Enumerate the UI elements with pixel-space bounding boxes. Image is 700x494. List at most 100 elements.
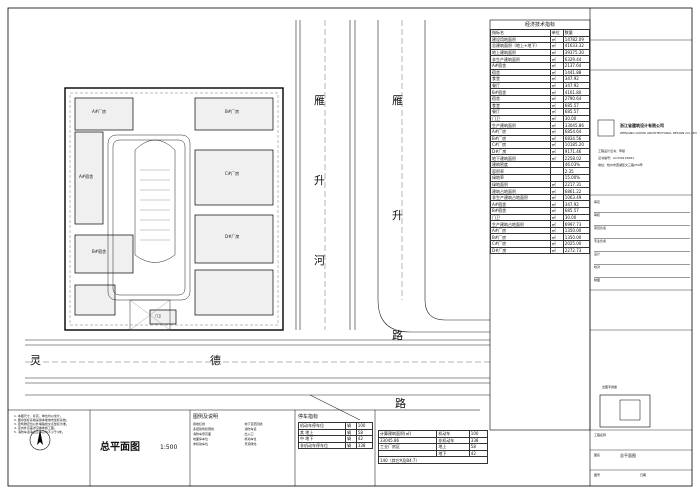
road-label-yansheng-lu-1: 雁 xyxy=(392,94,403,107)
label-b-dorm: B#宿舍 xyxy=(92,249,107,254)
drawing-label: 图名 xyxy=(594,453,601,457)
label-d-factory: D#厂房 xyxy=(225,234,240,239)
table-header: 指标名单位数量 xyxy=(490,29,591,37)
site-boundary xyxy=(64,87,284,331)
label-a-dorm: A#宿舍 xyxy=(79,174,94,179)
project-label: 工程名称 xyxy=(594,433,607,437)
cert-number: 证书编号：A1330115661 xyxy=(598,156,635,160)
road-label-lingde-lu-1: 灵 xyxy=(30,354,41,367)
label-b-factory: B#厂房 xyxy=(225,109,240,114)
plan-scale: 1:500 xyxy=(160,444,178,451)
building-a-factory xyxy=(74,97,134,131)
road-label-yansheng-lu-2: 升 xyxy=(392,209,403,222)
road-label-yansheng-he-1: 雁 xyxy=(314,94,325,107)
drawing-name: 总平面图 xyxy=(620,453,636,458)
building-c-factory xyxy=(194,149,274,206)
guard-house xyxy=(149,309,177,325)
signature-rows: 审定 审核 项目负责 专业负责 设计 校对 制图 xyxy=(594,200,690,290)
road-lines xyxy=(25,20,490,421)
road-label-lingde-lu-3: 路 xyxy=(395,397,406,410)
label-guard: 门卫 xyxy=(155,314,162,318)
sheet-border xyxy=(7,7,693,487)
label-a-factory: A#厂房 xyxy=(92,109,107,114)
econ-table-frame xyxy=(489,19,591,431)
legend: 图例及说明 用地红线 地下室范围线 多层建筑轮廓线 消防车道 消防车登高面 出入… xyxy=(193,413,293,446)
drawing-no-label: 图号 xyxy=(594,473,601,477)
legend-item: 消防车道 xyxy=(244,427,257,431)
building-b-factory xyxy=(194,97,274,131)
building-d-factory xyxy=(194,214,274,264)
notes: 1. 本图尺寸、标高、单位均以米计。 2. 图中坐标系统采用本地城市坐标系统。 … xyxy=(14,414,69,434)
label-c-factory: C#厂房 xyxy=(225,171,240,176)
building-dorm-a xyxy=(74,131,104,225)
road-label-yansheng-he-2: 升 xyxy=(314,174,325,187)
company-name-en: ZHEJIANG QIUSHI ARCHITECTURAL DESIGN CO.… xyxy=(620,131,697,135)
north-arrow-icon xyxy=(29,429,51,451)
legend-item: 消防车登高面 xyxy=(193,432,212,436)
legend-item: 景观绿化 xyxy=(244,442,257,446)
legend-item: 非机动车位 xyxy=(193,442,209,446)
road-label-yansheng-he-3: 河 xyxy=(314,254,325,267)
company-name: 浙江省建筑设计有限公司 xyxy=(620,123,664,128)
buildings xyxy=(74,97,274,325)
road-label-lingde-lu-2: 德 xyxy=(210,354,221,367)
road-label-yansheng-lu-3: 路 xyxy=(392,329,403,342)
legend-item: 机动车位 xyxy=(244,437,257,441)
address: 地址：杭州市西湖区文三路259号 xyxy=(598,163,643,167)
legend-item: 用地红线 xyxy=(193,422,206,426)
date-label: 日期 xyxy=(640,473,647,477)
building-d2 xyxy=(194,269,274,316)
legend-item: 地面停车位 xyxy=(193,437,209,441)
stamp-label: 出图专用章 xyxy=(602,385,618,389)
legend-item: 出入口 xyxy=(244,432,254,436)
cert-grade: 工程设计证书：甲级 xyxy=(598,149,626,153)
building-dorm-b xyxy=(74,234,134,274)
plan-title: 总平面图 xyxy=(100,442,140,453)
building-guard xyxy=(74,284,116,316)
legend-item: 多层建筑轮廓线 xyxy=(193,427,215,431)
legend-item: 地下室范围线 xyxy=(244,422,263,426)
